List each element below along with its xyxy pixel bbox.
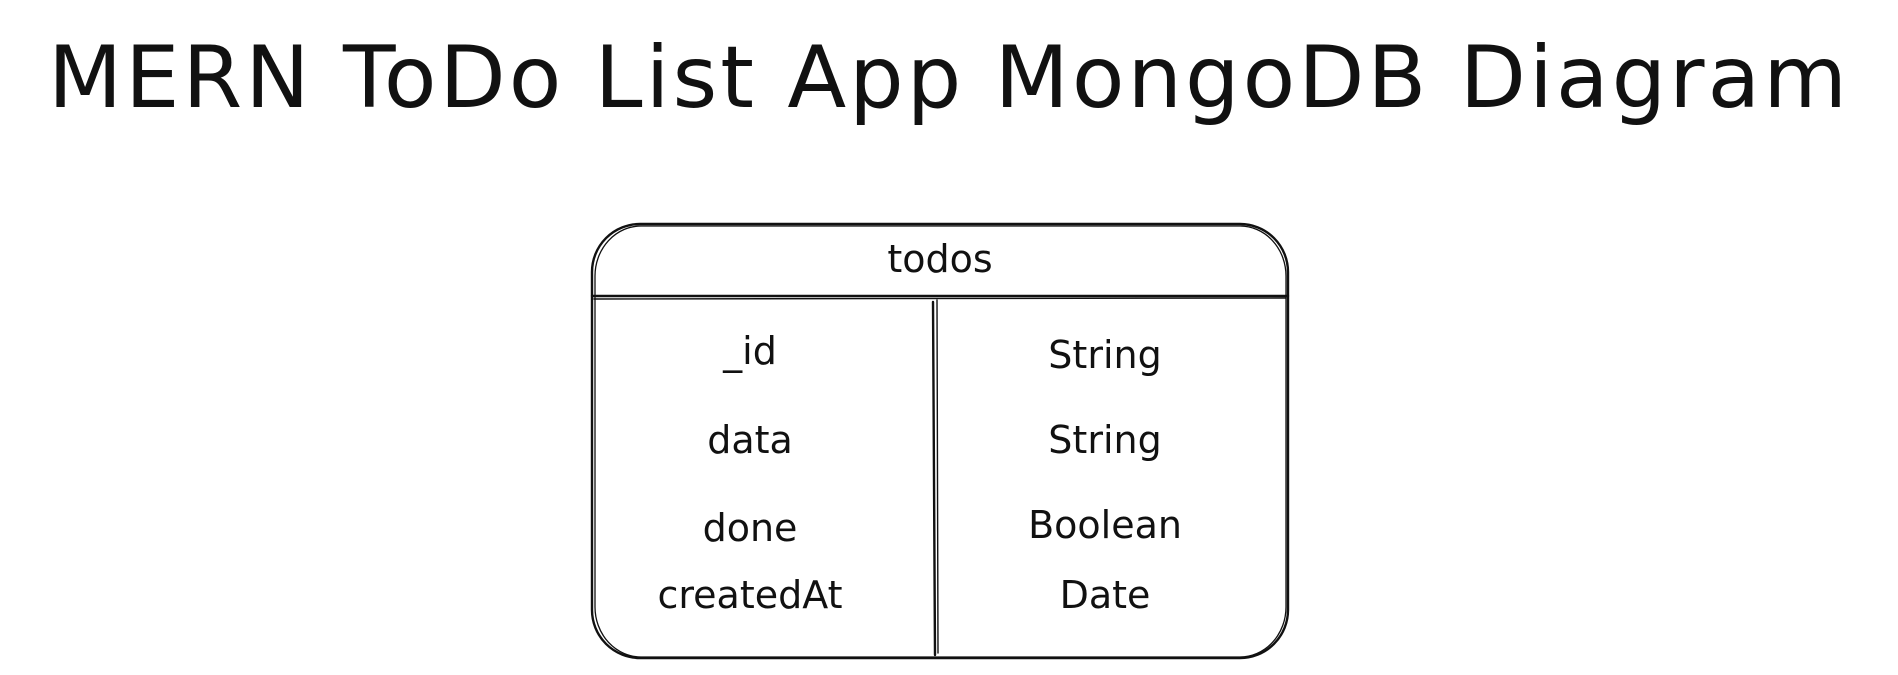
column-divider xyxy=(931,300,937,657)
field-type-0: String xyxy=(1048,333,1162,377)
table-border-sketch xyxy=(594,225,1287,658)
diagram-title: MERN ToDo List App MongoDB Diagram xyxy=(47,28,1850,128)
column-divider-sketch xyxy=(936,299,939,654)
collection-name: todos xyxy=(887,237,993,281)
table-border xyxy=(590,222,1290,660)
field-type-3: Date xyxy=(1059,573,1151,617)
field-type-1: String xyxy=(1048,418,1162,462)
header-divider-sketch xyxy=(593,297,1287,300)
field-name-2: done xyxy=(702,506,798,550)
field-name-3: createdAt xyxy=(657,573,843,617)
field-name-1: data xyxy=(707,418,793,462)
field-type-2: Boolean xyxy=(1028,503,1182,547)
field-name-0: _id xyxy=(723,329,777,373)
